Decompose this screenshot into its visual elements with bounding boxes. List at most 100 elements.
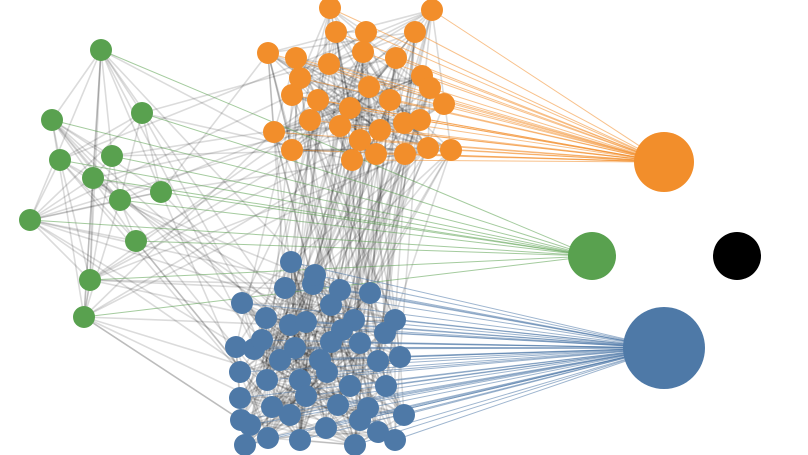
edge-558 [267,359,321,439]
edge-333 [290,261,343,331]
blue-summary-edge-37 [394,347,665,441]
edge-400 [239,324,291,399]
green-summary-edge-4 [92,177,593,257]
edge-139 [353,86,370,321]
orange-node-1 [421,0,443,21]
blue-summary-edge-28 [367,347,665,409]
edge-218 [305,149,452,397]
edge-11 [267,9,433,54]
blue-node-47 [384,309,406,331]
orange-node-28 [339,97,361,119]
orange-summary-edge-3 [365,31,665,163]
orange-summary-edge-31 [359,139,665,163]
edge-56 [267,52,341,127]
orange-node-13 [358,76,380,98]
edge-311 [83,199,121,318]
edge-136 [368,86,377,155]
blue-summary-edge-47 [394,319,665,349]
summary-edges [29,7,665,446]
green-summary-edge-1 [51,119,593,257]
blue-node-33 [367,421,389,443]
edge-131 [317,99,371,294]
edge-220 [359,149,452,421]
orange-summary-edge-9 [395,57,665,163]
edge-516 [279,359,351,387]
orange-node-12 [307,89,329,111]
blue-summary-edge-2 [284,287,665,349]
orange-node-16 [329,115,351,137]
edge-3 [291,7,331,151]
edge-375 [265,292,371,319]
edge-348 [249,287,286,426]
blue-node-19 [256,369,278,391]
edge-255 [100,49,143,114]
edge-265 [51,119,113,157]
edge-350 [241,302,332,306]
edge-332 [290,261,321,361]
edge-29 [335,31,351,109]
edge-295 [29,219,91,281]
edge-179 [100,49,293,151]
edge-31 [289,31,337,326]
orange-node-11 [281,84,303,106]
orange-node-6 [285,47,307,69]
edge-10 [329,7,396,321]
blue-summary-edge-20 [299,347,665,381]
edge-36 [365,31,391,101]
blue-summary-edge-36 [354,347,665,446]
green-node-10 [49,149,71,171]
blue-node-26 [295,385,317,407]
edge-109 [240,57,397,421]
blue-node-43 [279,404,301,426]
edge-211 [89,147,429,281]
blue-node-5 [359,282,381,304]
edge-6 [299,7,331,79]
edge-309 [89,279,371,294]
blue-node-23 [375,375,397,397]
orange-node-3 [355,21,377,43]
blue-node-32 [315,417,337,439]
edge-519 [271,385,387,408]
edge-122 [291,94,381,131]
edge-441 [294,347,387,387]
edge-16 [389,9,433,101]
orange-summary-edge-23 [450,149,665,163]
green-summary-edge-7 [135,240,593,257]
edge-252 [89,139,361,281]
edge-410 [305,321,327,429]
blue-node-44 [349,409,371,431]
blue-node-38 [269,349,291,371]
edge-77 [295,57,421,121]
blue-summary-edge-0 [290,261,665,349]
edge-527 [239,274,316,399]
edge-360 [241,302,291,416]
blue-node-41 [331,319,353,341]
edge-312 [83,316,291,326]
edge-55 [394,31,416,321]
edge-124 [29,94,293,221]
edge-276 [59,112,143,161]
blue-node-6 [255,307,277,329]
blue-node-15 [349,332,371,354]
edge-155 [341,122,405,331]
blue-summary-edge-43 [289,347,665,416]
orange-node-30 [299,109,321,131]
edge-323 [290,261,355,321]
orange-node-2 [325,21,347,43]
orange-node-17 [263,121,285,143]
edge-15 [431,9,452,151]
blue-summary-edge-26 [305,347,665,397]
edge-275 [29,112,143,221]
edge-319 [119,199,286,289]
edge-277 [119,112,143,201]
green-node-2 [131,102,153,124]
edge-256 [100,49,113,157]
edge-205 [299,153,406,441]
orange-summary-edge-1 [431,9,665,163]
blue-summary-edge-18 [239,347,665,373]
edge-97 [241,51,364,304]
edge-258 [100,49,162,193]
edge-67 [267,52,343,331]
green-summary-edge-2 [141,112,593,257]
blue-summary-edge-17 [377,347,665,362]
